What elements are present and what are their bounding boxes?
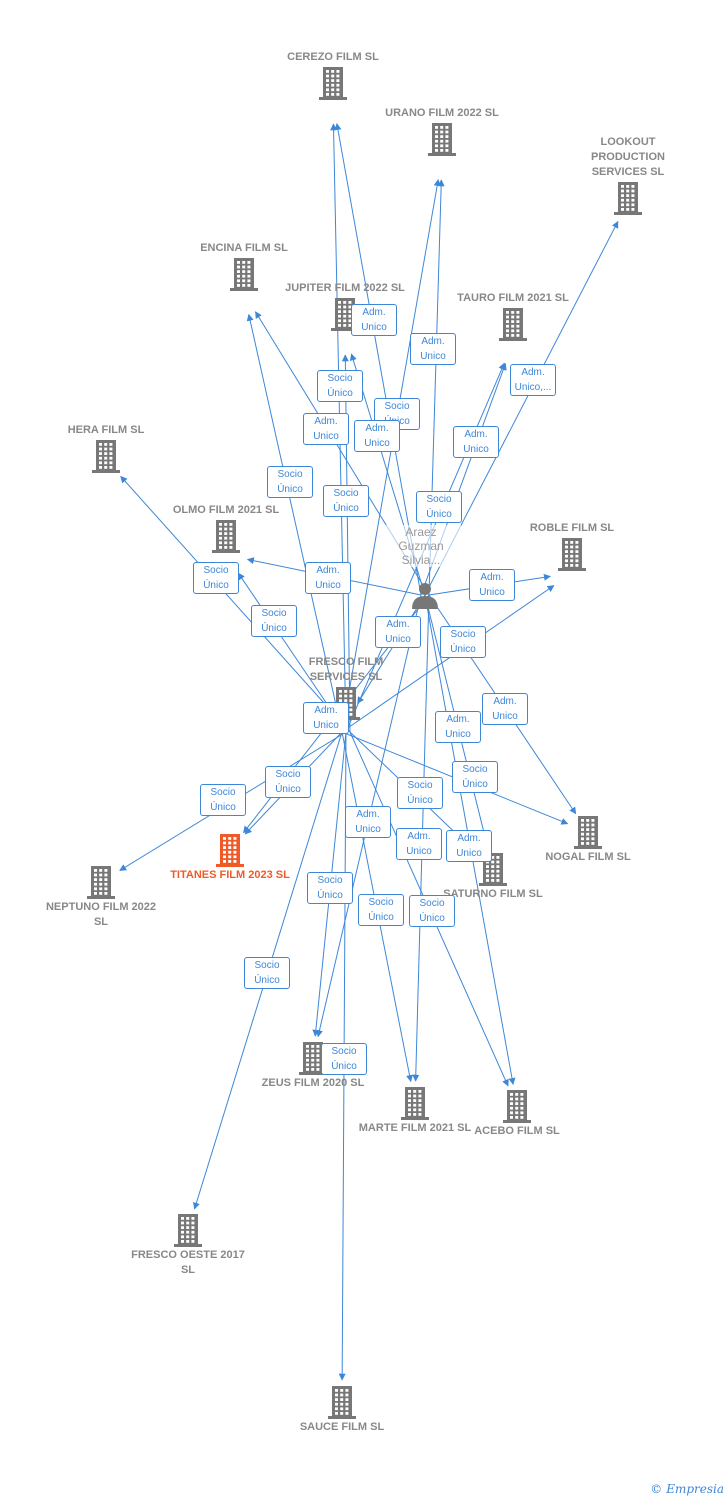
- relation-label-person-lookout[interactable]: Adm. Unico,...: [510, 364, 556, 396]
- company-label: ENCINA FILM SL: [200, 242, 288, 254]
- company-node-acebo[interactable]: ACEBO FILM SL: [457, 1088, 577, 1139]
- company-label: TITANES FILM 2023 SL: [170, 869, 290, 881]
- relation-label-fresco-roble[interactable]: Socio Único: [440, 626, 486, 658]
- company-node-olmo[interactable]: OLMO FILM 2021 SL: [166, 503, 286, 554]
- company-label: CEREZO FILM SL: [287, 51, 379, 63]
- building-icon: [299, 1042, 327, 1075]
- relation-label-person-saturno[interactable]: Adm. Unico: [435, 711, 481, 743]
- building-icon: [614, 182, 642, 215]
- person-label: Araez Guzman Silvia...: [381, 525, 461, 567]
- relation-label-person-zeus[interactable]: Adm. Unico: [345, 806, 391, 838]
- brand-name: Empresia: [666, 1482, 724, 1496]
- company-label: ACEBO FILM SL: [474, 1125, 560, 1137]
- relation-edge-fresco-encina: [246, 313, 343, 733]
- relation-label-person-fresco[interactable]: Adm. Unico: [375, 616, 421, 648]
- empresia-watermark: ©Empresia: [650, 1482, 724, 1496]
- company-label: LOOKOUT PRODUCTION SERVICES SL: [591, 136, 665, 178]
- company-node-roble[interactable]: ROBLE FILM SL: [512, 521, 632, 572]
- building-icon: [428, 123, 456, 156]
- relation-label-fresco-saturno[interactable]: Socio Único: [397, 777, 443, 809]
- building-icon: [401, 1087, 429, 1120]
- relation-label-fresco-acebo[interactable]: Socio Único: [409, 895, 455, 927]
- relation-label-person-acebo[interactable]: Adm. Unico: [446, 830, 492, 862]
- relation-label-person-olmo[interactable]: Adm. Unico: [305, 562, 351, 594]
- company-label: HERA FILM SL: [67, 424, 145, 436]
- building-icon: [558, 538, 586, 571]
- relation-label-fresco-marte[interactable]: Socio Único: [358, 894, 404, 926]
- building-icon: [331, 298, 359, 331]
- company-node-zeus[interactable]: ZEUS FILM 2020 SL: [253, 1040, 373, 1091]
- company-node-frescooeste[interactable]: FRESCO OESTE 2017 SL: [128, 1212, 248, 1278]
- company-node-encina[interactable]: ENCINA FILM SL: [184, 241, 304, 292]
- company-label: URANO FILM 2022 SL: [385, 107, 499, 119]
- company-label: SAUCE FILM SL: [299, 1421, 385, 1433]
- relation-label-fresco-tauro[interactable]: Socio Único: [416, 491, 462, 523]
- relation-edge-fresco-hera: [120, 475, 351, 733]
- relation-edge-fresco-roble: [341, 585, 555, 733]
- relation-label-person-urano[interactable]: Adm. Unico: [410, 333, 456, 365]
- relation-label-person-jupiter[interactable]: Adm. Unico: [354, 420, 400, 452]
- building-icon: [216, 834, 244, 867]
- relation-label-fresco-neptuno[interactable]: Socio Único: [265, 766, 311, 798]
- relation-edge-person-fresco: [357, 594, 426, 704]
- building-icon: [230, 258, 258, 291]
- relation-edge-person-cerezo: [334, 122, 422, 596]
- building-icon: [574, 816, 602, 849]
- relation-label-person-roble[interactable]: Adm. Unico: [469, 569, 515, 601]
- relation-label-fresco-encina[interactable]: Socio Único: [267, 466, 313, 498]
- company-label: OLMO FILM 2021 SL: [172, 504, 280, 516]
- building-icon: [319, 67, 347, 100]
- company-node-jupiter[interactable]: JUPITER FILM 2022 SL: [285, 281, 405, 332]
- company-label: NOGAL FILM SL: [545, 851, 631, 863]
- copyright-symbol: ©: [650, 1482, 663, 1496]
- relation-label-person-titanes[interactable]: Adm. Unico: [303, 702, 349, 734]
- company-label: MARTE FILM 2021 SL: [358, 1122, 472, 1134]
- building-icon: [212, 520, 240, 553]
- company-node-marte[interactable]: MARTE FILM 2021 SL: [355, 1085, 475, 1136]
- company-label: TAURO FILM 2021 SL: [457, 292, 569, 304]
- relation-label-fresco-cerezo[interactable]: Socio Único: [317, 370, 363, 402]
- company-label: FRESCO FILM SERVICES SL: [308, 656, 384, 683]
- company-node-lookout[interactable]: LOOKOUT PRODUCTION SERVICES SL: [568, 135, 688, 216]
- building-icon: [328, 1386, 356, 1419]
- company-label: NEPTUNO FILM 2022 SL: [45, 901, 157, 928]
- relation-label-fresco-hera[interactable]: Socio Único: [193, 562, 239, 594]
- company-node-neptuno[interactable]: NEPTUNO FILM 2022 SL: [41, 864, 161, 930]
- company-node-cerezo[interactable]: CEREZO FILM SL: [273, 50, 393, 101]
- relation-label-fresco-olmo[interactable]: Socio Único: [251, 605, 297, 637]
- company-label: ROBLE FILM SL: [529, 522, 615, 534]
- company-label: ZEUS FILM 2020 SL: [261, 1077, 365, 1089]
- relation-label-fresco-sauce[interactable]: Socio Único: [321, 1043, 367, 1075]
- company-node-tauro[interactable]: TAURO FILM 2021 SL: [453, 291, 573, 342]
- relation-label-person-cerezo[interactable]: Adm. Unico: [351, 304, 397, 336]
- building-icon: [174, 1214, 202, 1247]
- building-icon: [503, 1090, 531, 1123]
- company-node-hera[interactable]: HERA FILM SL: [46, 423, 166, 474]
- company-node-urano[interactable]: URANO FILM 2022 SL: [382, 106, 502, 157]
- company-label: JUPITER FILM 2022 SL: [285, 282, 405, 294]
- building-icon: [499, 308, 527, 341]
- person-icon[interactable]: [410, 580, 440, 610]
- building-icon: [92, 440, 120, 473]
- company-node-nogal[interactable]: NOGAL FILM SL: [528, 814, 648, 865]
- relation-label-fresco-jupiter[interactable]: Socio Único: [323, 485, 369, 517]
- building-icon: [87, 866, 115, 899]
- relation-label-fresco-nogal[interactable]: Socio Único: [452, 761, 498, 793]
- relation-label-person-marte[interactable]: Adm. Unico: [396, 828, 442, 860]
- company-node-sauce[interactable]: SAUCE FILM SL: [282, 1384, 402, 1435]
- relation-label-person-encina[interactable]: Adm. Unico: [303, 413, 349, 445]
- company-label: SATURNO FILM SL: [443, 888, 543, 900]
- relation-label-fresco-frescooeste[interactable]: Socio Único: [244, 957, 290, 989]
- relation-edge-fresco-urano: [341, 178, 441, 733]
- relation-label-person-nogal[interactable]: Adm. Unico: [482, 693, 528, 725]
- relation-label-fresco-zeus[interactable]: Socio Único: [307, 872, 353, 904]
- relation-label-person-tauro[interactable]: Adm. Unico: [453, 426, 499, 458]
- company-node-titanes[interactable]: TITANES FILM 2023 SL: [170, 832, 290, 883]
- relation-label-fresco-titanes[interactable]: Socio Único: [200, 784, 246, 816]
- company-label: FRESCO OESTE 2017 SL: [131, 1249, 245, 1276]
